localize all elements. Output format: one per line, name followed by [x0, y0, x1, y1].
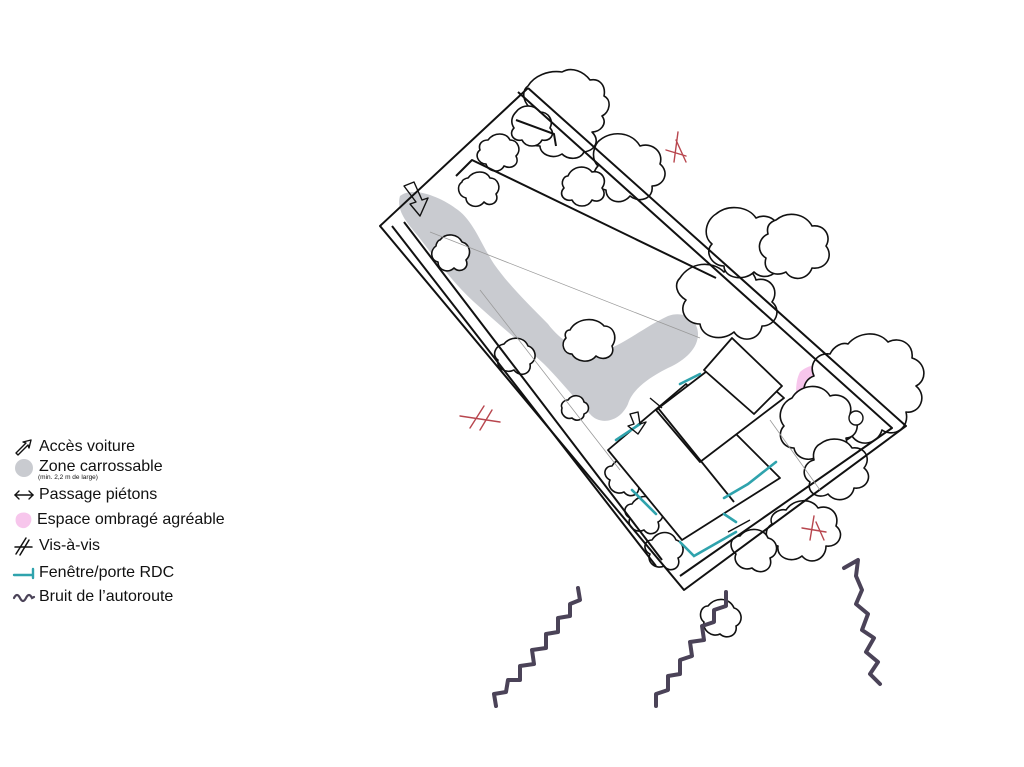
house-annex: [703, 337, 783, 415]
opening-mark: [614, 422, 642, 442]
tree-canopy: [803, 438, 870, 501]
vis-a-vis-marks: [459, 131, 827, 541]
access-arrows: [403, 181, 751, 533]
tree-canopy: [699, 598, 742, 638]
wavy-line-icon: [12, 593, 36, 603]
legend-note: (min. 2,2 m de large): [38, 474, 98, 481]
tree-canopy: [765, 499, 842, 562]
pedestrian-arrow: [727, 519, 751, 533]
tree-canopy: [644, 531, 684, 571]
opening-mark: [722, 460, 778, 500]
legend-item-pedestrian: Passage piétons: [12, 484, 157, 506]
legend-item-noise: Bruit de l’autoroute: [12, 586, 173, 608]
vis-a-vis-mark: [459, 405, 501, 431]
guide-line: [429, 231, 701, 339]
guide-lines: [429, 231, 821, 491]
garden-circle: [848, 410, 864, 426]
teal-tick-icon: [12, 567, 35, 580]
outer-boundary: [379, 87, 907, 591]
tree-canopy: [560, 394, 590, 421]
property-boundary: [379, 87, 907, 591]
grey-blob-icon: [15, 459, 33, 477]
car-access-arrow: [627, 411, 647, 435]
left-boundary-strip: [403, 221, 663, 561]
driveway-zone: [399, 191, 698, 421]
tree-canopy: [476, 133, 520, 172]
legend-label: Fenêtre/porte RDC: [39, 564, 175, 581]
legend-label: Passage piétons: [39, 486, 158, 503]
legend-item-drive-zone: Zone carrossable: [12, 456, 163, 478]
hedge-edge: [515, 119, 557, 147]
opening-mark: [678, 372, 702, 386]
tree-canopy: [562, 318, 616, 362]
noise-wave: [842, 558, 882, 686]
legend-item-vis-a-vis: Vis-à-vis: [12, 535, 100, 557]
ground-floor-openings: [614, 372, 778, 558]
inner-hedge-line: [517, 91, 893, 577]
guide-line: [769, 419, 821, 491]
vis-a-vis-mark: [801, 515, 827, 541]
legend-label: Espace ombragé agréable: [37, 511, 225, 528]
motorway-noise: [492, 558, 882, 708]
legend-item-openings: Fenêtre/porte RDC: [12, 562, 174, 584]
left-boundary-strip: [391, 225, 657, 567]
pedestrian-arrow: [649, 397, 663, 409]
legend-item-car-access: Accès voiture: [12, 436, 135, 458]
legend-label: Vis-à-vis: [39, 537, 101, 554]
tree-canopy: [592, 133, 666, 203]
house-footprint: [607, 337, 785, 541]
crossed-strokes-icon: [14, 537, 33, 556]
opening-mark: [630, 488, 658, 516]
tree-canopy: [758, 213, 830, 280]
legend-label: Bruit de l’autoroute: [39, 588, 174, 605]
legend-label: Accès voiture: [39, 438, 136, 455]
legend-label: Zone carrossable: [39, 458, 163, 475]
vis-a-vis-mark: [665, 131, 687, 163]
opening-mark: [722, 512, 738, 524]
guide-line: [479, 289, 621, 471]
pink-blob-icon: [15, 512, 32, 529]
car-access-arrow: [403, 181, 429, 217]
house-partition: [657, 407, 735, 503]
opening-mark: [678, 530, 738, 558]
hollow-arrow-icon: [15, 439, 32, 456]
tree-canopy: [560, 166, 606, 207]
legend-item-shade: Espace ombragé agréable: [12, 509, 225, 531]
noise-wave: [654, 590, 728, 708]
double-arrow-icon: [14, 490, 34, 500]
garden-border: [455, 159, 717, 279]
tree-canopy: [457, 171, 500, 208]
noise-wave: [492, 586, 582, 708]
